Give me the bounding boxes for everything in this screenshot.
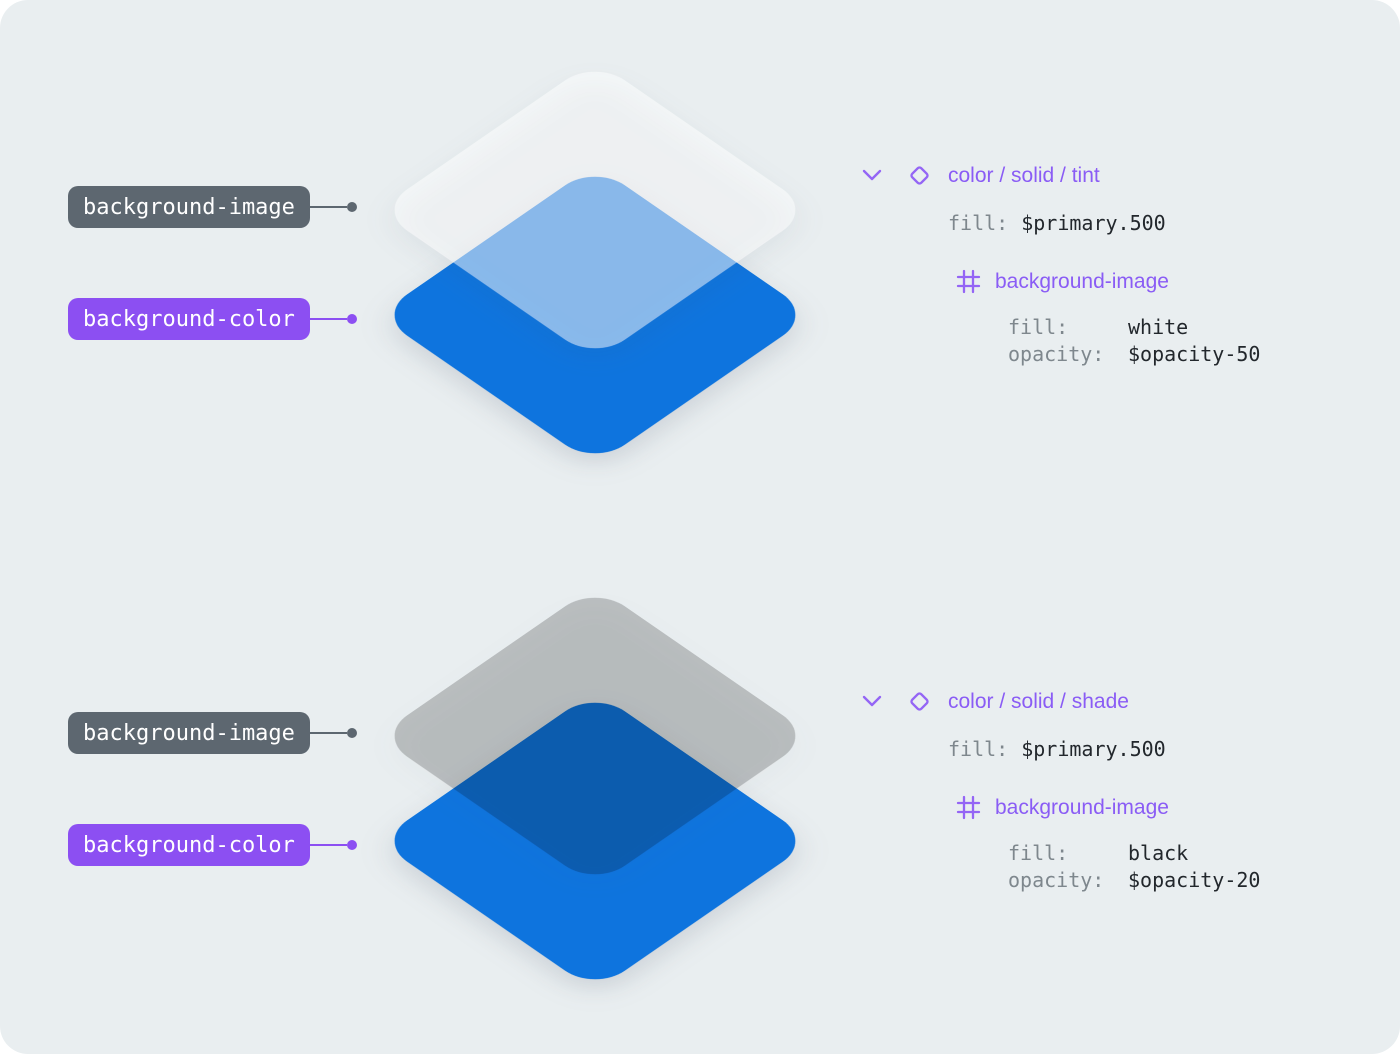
group-title[interactable]: background-image — [995, 796, 1169, 819]
fill-label: fill: — [948, 211, 1009, 235]
background-color-pill: background-color — [68, 824, 310, 866]
prop-value: $opacity-50 — [1128, 342, 1261, 366]
layer-title[interactable]: color / solid / shade — [948, 690, 1129, 713]
connector-line — [309, 318, 347, 320]
frame-grid-icon — [955, 794, 982, 826]
callout-background-color: background-color — [68, 824, 357, 866]
layer-title[interactable]: color / solid / tint — [948, 164, 1100, 187]
fill-value: $primary.500 — [1021, 737, 1166, 761]
diamond-layer-icon — [905, 161, 934, 195]
prop-value: white — [1128, 315, 1189, 339]
callout-background-color: background-color — [68, 298, 357, 340]
callout-background-image: background-image — [68, 712, 357, 754]
section-tint: background-image background-color color … — [68, 59, 1260, 466]
chevron-down-icon[interactable] — [860, 165, 884, 192]
frame-grid-icon — [955, 268, 982, 300]
connector-line — [309, 206, 347, 208]
fill-property: fill: $primary.500 — [948, 737, 1166, 761]
group-properties: fill: black opacity: $opacity-20 — [1008, 840, 1260, 894]
connector-dot — [346, 314, 357, 324]
fill-value: $primary.500 — [1021, 211, 1166, 235]
connector-dot — [346, 728, 357, 738]
connector-dot — [346, 840, 357, 850]
prop-label: opacity: — [1008, 868, 1105, 892]
prop-label: fill: — [1008, 315, 1069, 339]
property-row: opacity: $opacity-50 — [1008, 341, 1260, 368]
connector-dot — [346, 202, 357, 212]
chevron-down-icon[interactable] — [860, 691, 884, 718]
prop-label: fill: — [1008, 841, 1069, 865]
prop-label: opacity: — [1008, 342, 1105, 366]
group-properties: fill: white opacity: $opacity-50 — [1008, 314, 1260, 368]
diamond-layer-icon — [905, 687, 934, 721]
group-title[interactable]: background-image — [995, 270, 1169, 293]
connector-line — [309, 844, 347, 846]
background-color-pill: background-color — [68, 298, 310, 340]
section-shade: background-image background-color color … — [0, 526, 1400, 1053]
fill-label: fill: — [948, 737, 1009, 761]
property-row: opacity: $opacity-20 — [1008, 867, 1260, 894]
background-image-pill: background-image — [68, 186, 310, 228]
prop-value: black — [1128, 841, 1189, 865]
callout-background-image: background-image — [68, 186, 357, 228]
prop-value: $opacity-20 — [1128, 868, 1261, 892]
fill-property: fill: $primary.500 — [948, 211, 1166, 235]
background-image-pill: background-image — [68, 712, 310, 754]
connector-line — [309, 732, 347, 734]
property-row: fill: white — [1008, 314, 1260, 341]
property-row: fill: black — [1008, 840, 1260, 867]
